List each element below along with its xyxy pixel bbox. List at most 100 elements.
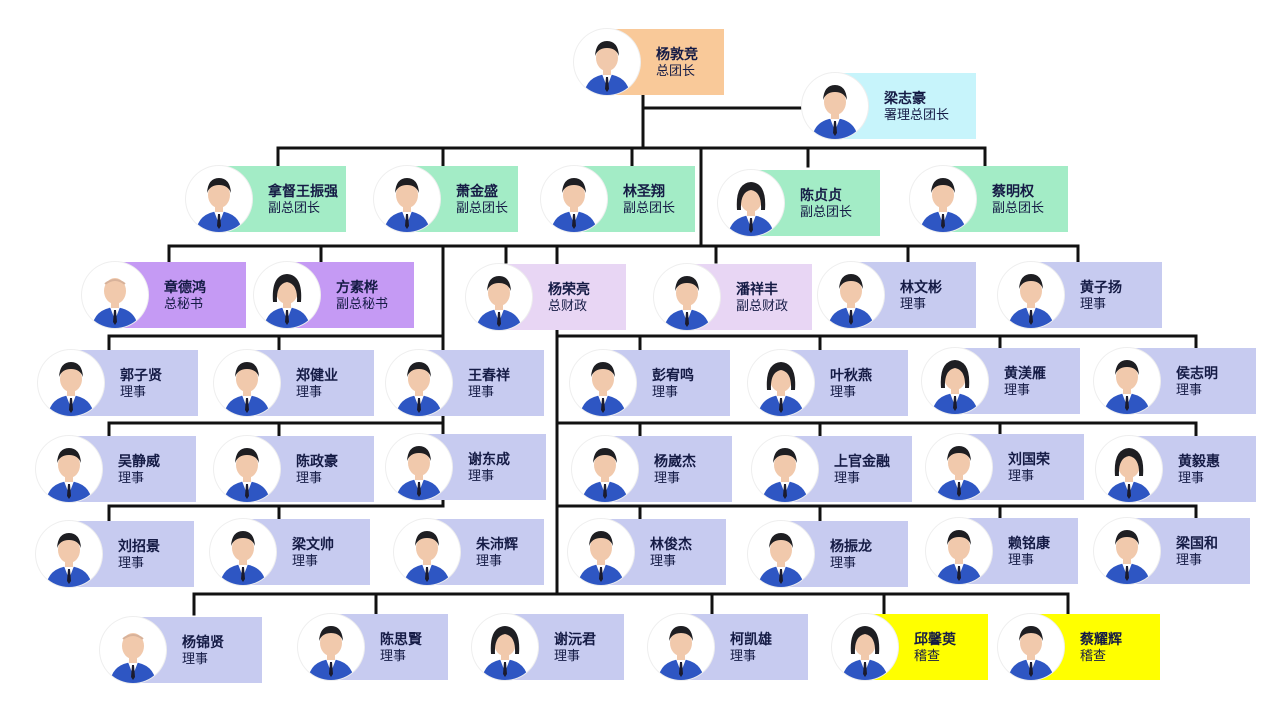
member-name: 林圣翔 (623, 183, 665, 200)
member-name: 黄子扬 (1080, 279, 1122, 296)
member-name: 黄毅惠 (1178, 453, 1220, 470)
member-title: 理事 (652, 384, 679, 400)
member-card: 陈政豪理事 (214, 436, 374, 502)
member-avatar (466, 264, 532, 330)
member-card: 叶秋燕理事 (748, 350, 908, 416)
member-title: 理事 (650, 553, 677, 569)
member-name: 林文彬 (900, 279, 942, 296)
member-card: 上官金融理事 (752, 436, 912, 502)
member-title: 理事 (730, 648, 757, 664)
member-title: 理事 (296, 470, 323, 486)
member-name: 叶秋燕 (830, 367, 872, 384)
member-name: 柯凯雄 (730, 631, 772, 648)
member-card: 郑健业理事 (214, 350, 374, 416)
member-title: 理事 (1176, 382, 1203, 398)
member-name: 拿督王振强 (268, 183, 338, 200)
member-avatar (818, 262, 884, 328)
member-name: 吴静威 (118, 453, 160, 470)
member-card: 刘国荣理事 (926, 434, 1084, 500)
member-title: 理事 (834, 470, 861, 486)
member-card: 柯凯雄理事 (648, 614, 808, 680)
member-card: 梁文帅理事 (210, 519, 370, 585)
member-avatar (298, 614, 364, 680)
member-card: 王春祥理事 (386, 350, 544, 416)
member-avatar (214, 436, 280, 502)
member-card: 拿督王振强副总团长 (186, 166, 346, 232)
member-avatar (568, 519, 634, 585)
member-avatar (574, 29, 640, 95)
member-name: 方素桦 (336, 279, 378, 296)
member-avatar (922, 348, 988, 414)
member-avatar (718, 170, 784, 236)
member-card: 侯志明理事 (1094, 348, 1256, 414)
member-title: 理事 (468, 384, 495, 400)
member-title: 稽查 (1080, 648, 1107, 664)
member-avatar (386, 434, 452, 500)
member-title: 副总团长 (800, 204, 853, 220)
member-card: 赖铭康理事 (926, 518, 1078, 584)
member-card: 方素桦副总秘书 (254, 262, 414, 328)
member-title: 理事 (476, 553, 503, 569)
member-title: 理事 (830, 555, 857, 571)
member-card: 蔡明权副总团长 (910, 166, 1068, 232)
member-avatar (186, 166, 252, 232)
member-name: 杨锦贤 (182, 634, 224, 651)
member-card: 朱沛辉理事 (394, 519, 544, 585)
member-title: 理事 (1008, 552, 1035, 568)
member-avatar (570, 350, 636, 416)
member-name: 谢东成 (468, 451, 510, 468)
member-title: 理事 (182, 651, 209, 667)
member-avatar (748, 521, 814, 587)
member-avatar (572, 436, 638, 502)
member-avatar (394, 519, 460, 585)
member-card: 杨敦竞总团长 (574, 29, 724, 95)
member-name: 赖铭康 (1008, 535, 1050, 552)
member-title: 副总团长 (456, 200, 509, 216)
member-title: 副总财政 (736, 298, 789, 314)
member-title: 理事 (118, 470, 145, 486)
member-card: 梁志豪署理总团长 (802, 73, 976, 139)
member-title: 理事 (118, 555, 145, 571)
member-avatar (386, 350, 452, 416)
member-avatar (374, 166, 440, 232)
member-name: 梁国和 (1176, 535, 1218, 552)
member-card: 林圣翔副总团长 (541, 166, 695, 232)
member-title: 理事 (830, 384, 857, 400)
member-card: 蔡耀辉稽查 (998, 614, 1160, 680)
member-name: 梁志豪 (884, 90, 926, 107)
member-title: 理事 (900, 296, 927, 312)
member-avatar (910, 166, 976, 232)
member-title: 理事 (1008, 468, 1035, 484)
member-avatar (36, 436, 102, 502)
member-avatar (82, 262, 148, 328)
member-name: 侯志明 (1176, 365, 1218, 382)
member-title: 副总团长 (268, 200, 321, 216)
member-name: 郑健业 (296, 367, 338, 384)
member-avatar (254, 262, 320, 328)
member-name: 林俊杰 (650, 536, 692, 553)
member-avatar (998, 262, 1064, 328)
member-title: 理事 (1176, 552, 1203, 568)
member-name: 萧金盛 (456, 183, 498, 200)
member-title: 理事 (654, 470, 681, 486)
member-card: 陈贞贞副总团长 (718, 170, 880, 236)
member-card: 杨崴杰理事 (572, 436, 732, 502)
member-name: 陈政豪 (296, 453, 338, 470)
member-avatar (832, 614, 898, 680)
member-title: 理事 (380, 648, 407, 664)
member-name: 蔡耀辉 (1080, 631, 1122, 648)
member-card: 杨振龙理事 (748, 521, 908, 587)
member-name: 杨崴杰 (654, 453, 696, 470)
member-card: 刘招景理事 (36, 521, 194, 587)
member-avatar (36, 521, 102, 587)
member-name: 谢沅君 (554, 631, 596, 648)
member-avatar (100, 617, 166, 683)
member-avatar (1094, 348, 1160, 414)
member-card: 谢沅君理事 (472, 614, 624, 680)
member-card: 吴静威理事 (36, 436, 196, 502)
member-name: 朱沛辉 (476, 536, 518, 553)
member-title: 副总秘书 (336, 296, 389, 312)
member-name: 杨振龙 (830, 538, 872, 555)
member-avatar (1096, 436, 1162, 502)
